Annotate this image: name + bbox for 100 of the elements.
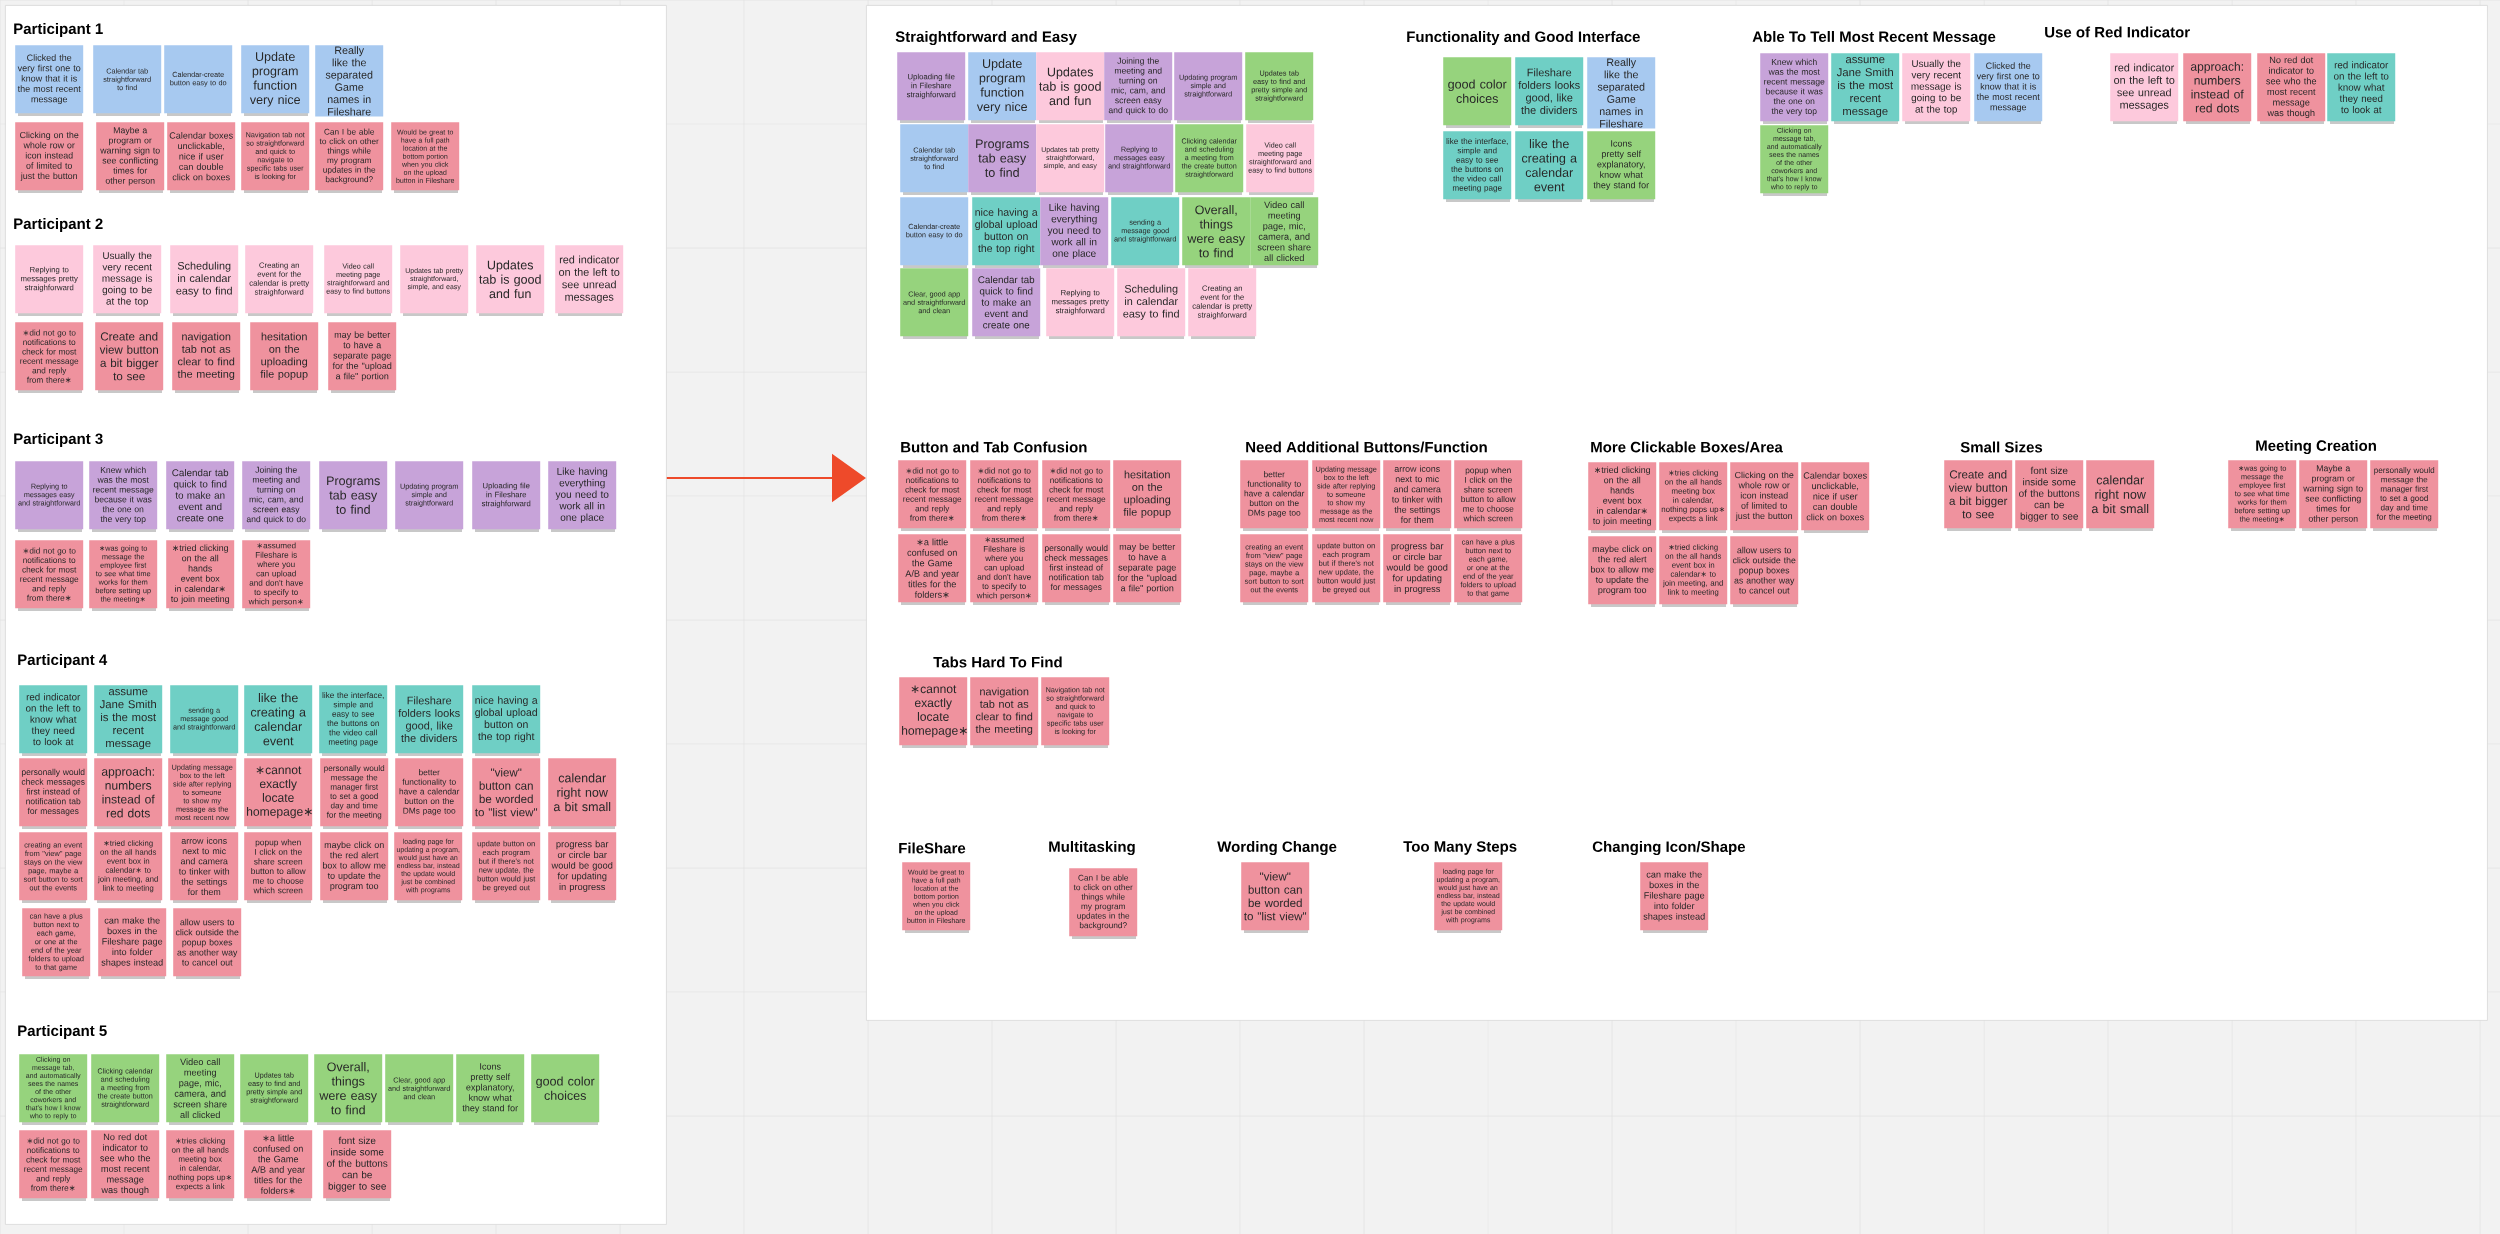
sticky-note: Clicked the very first one to know that it is the most recent message — [15, 45, 84, 114]
sticky-note: "view" button can be worded to "list view" — [1241, 862, 1310, 931]
sticky-note: Knew which was the most recent message because it was the one on the very top — [89, 461, 158, 530]
sticky-note: font size inside some of the buttons can be bigger to see — [2015, 460, 2084, 529]
sticky-note: ∗did not go to notifications to check for most recent message and reply from there∗ — [898, 460, 967, 529]
sticky-note: Updates tab is good and fun — [476, 245, 545, 314]
sticky-note: Clicked the very first one to know that it is the most recent message — [1974, 53, 2043, 122]
sticky-note: red indicator on the left to see unread messages — [2110, 53, 2179, 122]
sticky-note: arrow icons next to mic and camera to tinker with the settings for them — [170, 832, 239, 901]
sticky-note: Knew which was the most recent message because it was the one on the very top — [1760, 53, 1829, 122]
sticky-note: font size inside some of the buttons can be bigger to see — [323, 1130, 392, 1199]
sticky-note: allow users to click outside the popup boxes as another way to cancel out — [173, 908, 242, 977]
sticky-note: can make the boxes in the Fileshare page into folder shapes instead — [98, 908, 167, 977]
sticky-note: better functionality to have a calendar button on the DMs page too — [1240, 460, 1309, 529]
sticky-note: may be better to have a separate page for the "upload a file" portion — [328, 322, 397, 391]
sticky-note: Update program function very nice — [241, 45, 310, 114]
sticky-note: Can I be able to click on other things while my program updates in the background? — [1069, 868, 1138, 937]
sticky-note: Like having everything you need to work all in one place — [1040, 197, 1109, 266]
sticky-note: calendar right now a bit small — [548, 758, 617, 827]
sticky-note: Fileshare folders looks good, like the dividers — [1515, 57, 1584, 126]
sticky-note: like the interface, simple and easy to see the buttons on the video call meeting page — [319, 685, 388, 754]
sticky-note: ∗tried clicking on the all hands event box in calendar∗ to join meeting — [166, 540, 235, 609]
sticky-note: nice having a global upload button on the top right — [472, 685, 541, 754]
sticky-note: Scheduling in calendar easy to find — [1117, 268, 1186, 337]
sticky-note: allow users to click outside the popup boxes as another way to cancel out — [1730, 536, 1799, 605]
sticky-note: hesitation on the uploading file popup — [1113, 460, 1182, 529]
section-heading: More Clickable Boxes/Area — [1591, 441, 1783, 453]
sticky-note: Usually the very recent message is going to be at the top — [1902, 53, 1971, 122]
sticky-note: Usually the very recent message is going to be at the top — [93, 245, 162, 314]
sticky-note: personally would message the manager first to set a good day and time for the meeting — [2370, 460, 2439, 529]
sticky-note: approach: numbers instead of red dots — [2183, 53, 2252, 122]
sticky-note: Updates tab is good and fun — [1036, 52, 1105, 121]
sticky-note: personally would check messages first instead of notification tab for messages — [1042, 534, 1111, 603]
sticky-note: may be better to have a separate page for the "upload a file" portion — [1113, 534, 1182, 603]
sticky-note: Calendar boxes unclickable, nice if user can double click on boxes — [1801, 462, 1870, 531]
sticky-note: Icons pretty self explanatory, know what they stand for — [1587, 131, 1656, 200]
sticky-note: calendar right now a bit small — [2086, 460, 2155, 529]
sticky-note: assume Jane Smith is the most recent message — [1831, 53, 1900, 122]
sticky-note: popup when I click on the share screen button to allow me to choose which screen — [244, 832, 313, 901]
sticky-note: Really like the separated Game names in Fileshare — [1587, 57, 1656, 129]
section-heading: Button and Tab Confusion — [901, 441, 1087, 453]
sticky-note: Maybe a program or warning sign to see conflicting times for other person — [96, 122, 165, 191]
sticky-note: ∗cannot exactly locate homepage∗ — [244, 758, 313, 827]
sticky-note: ∗assumed Fileshare is where you can upload and don't have to specify to which person∗ — [970, 534, 1039, 603]
section-heading: Functionality and Good Interface — [1407, 31, 1640, 45]
sticky-note: Calendar tab quick to find to make an event and create one — [166, 461, 235, 530]
sticky-note: ∗did not go to notifications to check for most recent message and reply from there∗ — [1042, 460, 1111, 529]
sticky-note: "view" button can be worded to "list view" — [472, 758, 541, 827]
sticky-note: personally would check messages first instead of notification tab for messages — [19, 758, 88, 827]
sticky-note: Overall, things were easy to find — [314, 1054, 383, 1123]
sticky-note: ∗a little confused on the Game A/B and year titles for the folders∗ — [244, 1130, 313, 1199]
sticky-note: Joining the meeting and turning on mic, cam, and screen easy and quick to do — [242, 461, 311, 530]
sticky-note: Really like the separated Game names in Fileshare — [315, 45, 384, 117]
sticky-note: ∗did not go to notifications to check for most recent message and reply from there∗ — [970, 460, 1039, 529]
sticky-note: Calendar tab quick to find to make an event and create one — [972, 268, 1041, 337]
section-heading: Participant 3 — [14, 433, 103, 447]
section-heading: Participant 2 — [14, 218, 103, 232]
section-heading: Tabs Hard To Find — [933, 656, 1062, 668]
section-heading: Need Additional Buttons/Function — [1246, 441, 1487, 453]
sticky-note: Update program function very nice — [968, 52, 1037, 121]
sticky-note: navigation tab not as clear to find the meeting — [970, 677, 1039, 746]
section-heading: Small Sizes — [1960, 441, 2043, 453]
sticky-note: Like having everything you need to work all in one place — [548, 461, 617, 530]
sticky-note: ∗did not go to notifications to check for most recent message and reply from there∗ — [15, 322, 84, 391]
sticky-note: No red dot indicator to see who the most recent message was though — [91, 1130, 160, 1199]
sticky-note: Icons pretty self explanatory, know what they stand for — [456, 1054, 525, 1123]
sticky-note: Programs tab easy to find — [319, 461, 388, 530]
sticky-note: ∗did not go to notifications to check for most recent message and reply from there∗ — [19, 1130, 88, 1199]
sticky-note: Maybe a program or warning sign to see conflicting times for other person — [2299, 460, 2368, 529]
sticky-note: hesitation on the uploading file popup — [250, 322, 319, 391]
sticky-note: like the creating a calendar event — [244, 685, 313, 754]
sticky-note: red indicator on the left to know what they need to look at — [2327, 53, 2396, 122]
sticky-note: arrow icons next to mic and camera to tinker with the settings for them — [1383, 460, 1452, 529]
sticky-note: ∗a little confused on the Game A/B and year titles for the folders∗ — [898, 534, 967, 603]
sticky-note: Video call meeting page, mic, camera, and screen share all clicked — [166, 1054, 235, 1123]
sticky-note: Joining the meeting and turning on mic, cam, and screen easy and quick to do — [1104, 52, 1173, 121]
sticky-note: approach: numbers instead of red dots — [94, 758, 163, 827]
sticky-note: No red dot indicator to see who the most recent message was though — [2257, 53, 2326, 122]
sticky-note: ∗assumed Fileshare is where you can upload and don't have to specify to which person∗ — [242, 540, 311, 609]
sticky-note: navigation tab not as clear to find the meeting — [172, 322, 241, 391]
sticky-note: Fileshare folders looks good, like the dividers — [395, 685, 464, 754]
sticky-note: Overall, things were easy to find — [1182, 197, 1251, 266]
sticky-note: assume Jane Smith is the most recent message — [94, 685, 163, 754]
sticky-note: good color choices — [531, 1054, 600, 1123]
sticky-note: maybe click on the red alert box to allow me to update the program too — [1588, 536, 1657, 605]
sticky-note: Clicking on the whole row or icon instead of limited to just the button — [15, 122, 84, 191]
sticky-note: Video call meeting page, mic, camera, and screen share all clicked — [1250, 197, 1319, 266]
section-heading: Participant 4 — [18, 654, 108, 668]
section-heading: Able To Tell Most Recent Message — [1752, 31, 1996, 46]
sticky-note: like the creating a calendar event — [1515, 131, 1584, 200]
sticky-note: Can I be able to click on other things while my program updates in the background? — [315, 122, 384, 191]
sticky-note: ∗cannot exactly locate homepage∗ — [899, 677, 968, 746]
sticky-note: ∗tried clicking on the all hands event box in calendar∗ to join meeting — [1588, 462, 1657, 531]
sticky-note: Programs tab easy to find — [968, 124, 1037, 193]
sticky-note: ∗did not go to notifications to check for most recent message and reply from there∗ — [15, 540, 84, 609]
sticky-note: maybe click on the red alert box to allow me to update the program too — [320, 832, 389, 901]
sticky-note: Create and view button a bit bigger to see — [95, 322, 164, 391]
section-heading: Participant 1 — [14, 23, 103, 37]
section-heading: Participant 5 — [18, 1025, 107, 1039]
sticky-note: better functionality to have a calendar button on the DMs page too — [395, 758, 464, 827]
